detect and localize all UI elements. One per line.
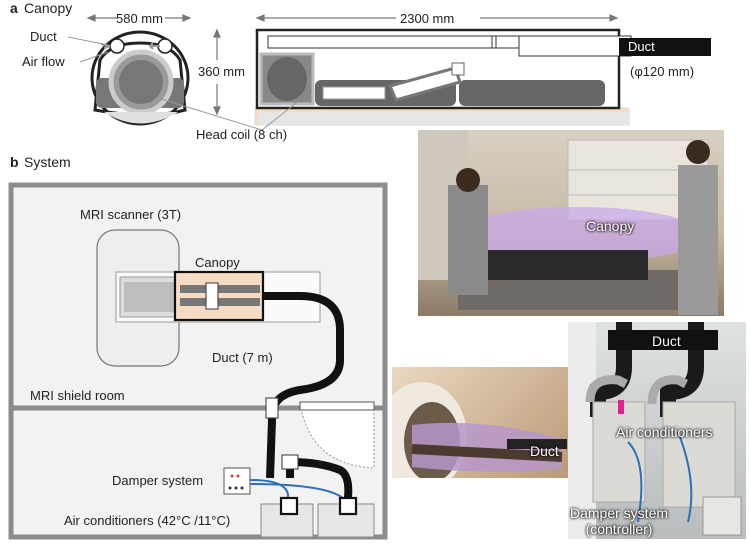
- width-dimension-arrow: [86, 14, 192, 22]
- duct-length-label: Duct (7 m): [212, 350, 273, 365]
- panel-a-title: Canopy: [24, 0, 73, 16]
- photo3-air-conditioners-label: Air conditioners: [616, 424, 713, 440]
- duct-leader-line: [67, 36, 109, 46]
- duct-connector-2: [281, 454, 299, 470]
- air-conditioners-label: Air conditioners (42°C /11°C): [64, 513, 231, 528]
- duct-connector-1: [265, 397, 279, 419]
- duct-diameter-label: (φ120 mm): [630, 64, 695, 79]
- damper-label: Damper system: [112, 473, 204, 488]
- photo-canopy-setup: Canopy: [418, 130, 724, 316]
- canopy-label: Canopy: [195, 255, 240, 270]
- height-dimension-arrow: [213, 28, 221, 116]
- duct-label: Duct: [30, 29, 57, 44]
- photo-canopy-in-bore: Duct: [392, 367, 568, 478]
- photo2-duct-label: Duct: [530, 443, 559, 459]
- height-dimension-label: 360 mm: [198, 64, 245, 79]
- photo3-damper-line2: (controller): [585, 521, 653, 537]
- length-dimension-label: 2300 mm: [400, 11, 455, 26]
- canopy-side-view: [254, 28, 632, 126]
- shield-room-label: MRI shield room: [30, 388, 125, 403]
- damper-box: [223, 467, 251, 495]
- photo-air-conditioners: Duct Air conditioners Damper system (con…: [568, 322, 746, 539]
- photo1-canopy-label: Canopy: [586, 218, 635, 234]
- photo3-damper-label: Damper system (controller): [570, 505, 668, 537]
- system-frame: [8, 182, 388, 540]
- photo3-damper-line1: Damper system: [570, 505, 669, 521]
- duct-extension: [619, 38, 711, 56]
- canopy-cross-section: [90, 30, 190, 126]
- duct-line-3: [289, 458, 353, 499]
- head-coil-label: Head coil (8 ch): [196, 127, 288, 142]
- panel-a-letter: a: [10, 0, 18, 16]
- width-dimension-label: 580 mm: [116, 11, 163, 26]
- door: [299, 401, 375, 411]
- airflow-leader-line: [79, 51, 109, 63]
- canopy-box: [173, 270, 265, 322]
- panel-b-title: System: [24, 154, 71, 170]
- head-coil-leader-line: [157, 97, 263, 131]
- panel-b-letter: b: [10, 154, 19, 170]
- scanner-label: MRI scanner (3T): [80, 207, 182, 222]
- door-swing: [299, 402, 375, 469]
- duct-end-label: Duct: [628, 39, 655, 54]
- length-dimension-arrow: [255, 14, 619, 22]
- cable-2: [249, 483, 346, 501]
- air-flow-label: Air flow: [22, 54, 65, 69]
- photo3-duct-label: Duct: [652, 333, 681, 349]
